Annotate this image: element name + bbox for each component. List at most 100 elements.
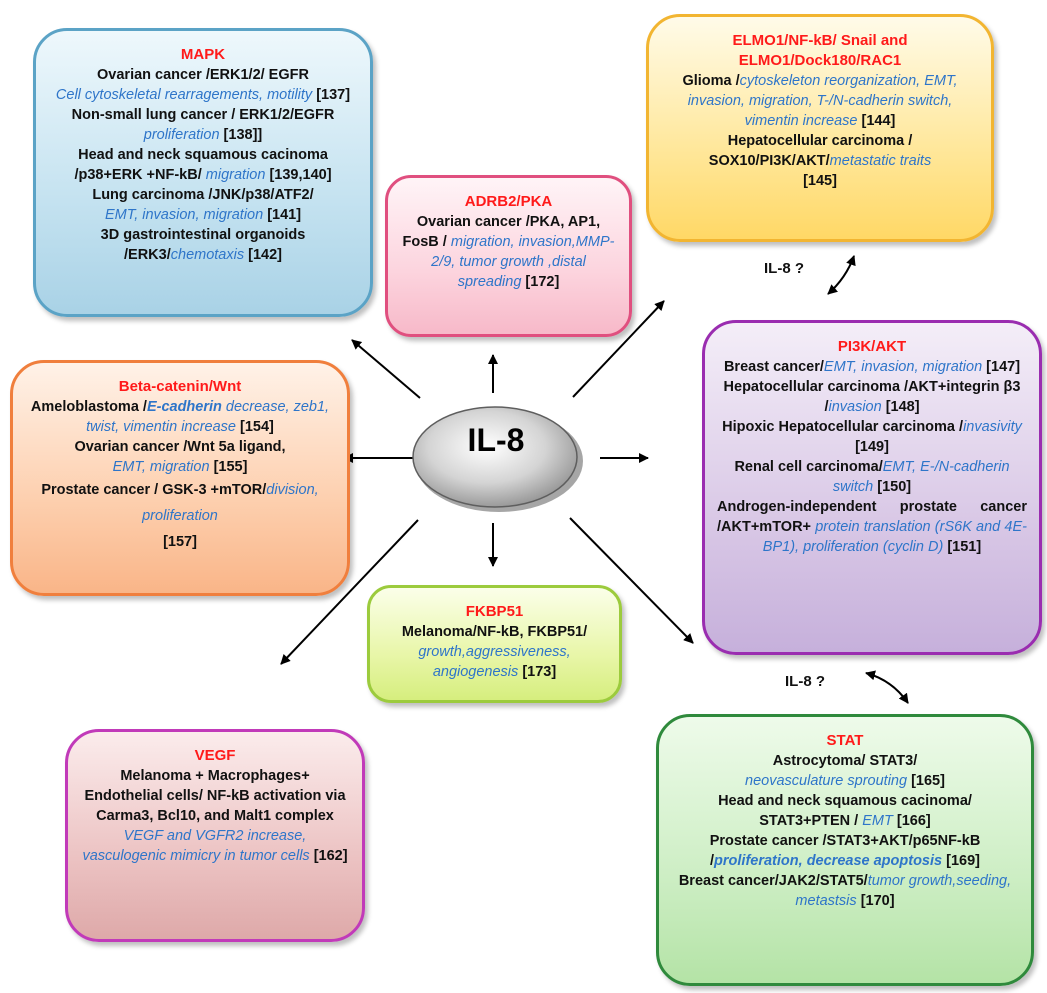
- stat-l3: Prostate cancer /STAT3+AKT/p65NF-kB /: [709, 833, 981, 869]
- mapk-l2: Non-small lung cancer / ERK1/2/EGFR: [71, 107, 335, 123]
- beta-l3-effect: division, proliferation: [142, 482, 319, 524]
- beta-l3-ref: [157]: [163, 534, 197, 550]
- beta-l1: Ameloblastoma /: [30, 399, 147, 415]
- mapk-l1: Ovarian cancer /ERK1/2/ EGFR: [97, 67, 309, 83]
- pi3k-l3: Hipoxic Hepatocellular carcinoma /: [722, 419, 964, 435]
- mapk-title: MAPK: [180, 46, 226, 63]
- mapk-l3-ref: [139,140]: [269, 167, 332, 183]
- vegf-l1-ref: [162]: [313, 848, 348, 864]
- pi3k-l2-effect: invasion: [828, 399, 882, 415]
- stat-box: STAT Astrocytoma/ STAT3/ neovasculature …: [656, 714, 1034, 986]
- arrow-to-stat: [569, 517, 694, 644]
- elmo1-box: ELMO1/NF-kB/ Snail and ELMO1/Dock180/RAC…: [646, 14, 994, 242]
- mapk-l3-effect: migration: [205, 167, 266, 183]
- arrow-to-mapk: [351, 339, 421, 399]
- pi3k-l1-ref: [147]: [986, 359, 1021, 375]
- vegf-l1-effect: VEGF and VGFR2 increase, vasculogenic mi…: [82, 828, 310, 864]
- adrb2-entry: Ovarian cancer /PKA, AP1, FosB / migrati…: [400, 212, 617, 292]
- elmo-l1-ref: [144]: [861, 113, 896, 129]
- elmo-l2-effect: metastatic traits: [829, 153, 932, 169]
- mapk-box: MAPK Ovarian cancer /ERK1/2/ EGFR Cell c…: [33, 28, 373, 317]
- vegf-title: VEGF: [194, 747, 236, 764]
- vegf-l1: Melanoma + Macrophages+ Endothelial cell…: [84, 768, 346, 824]
- mapk-l1-ref: [137]: [316, 87, 351, 103]
- il8-center-label: IL-8: [467, 422, 525, 458]
- pi3k-l5-ref: [151]: [947, 539, 982, 555]
- arrow-to-vegf: [280, 519, 419, 665]
- pi3k-l3-ref: [149]: [855, 439, 889, 455]
- mapk-l5-ref: [142]: [248, 247, 282, 263]
- adrb2-l1-effect: migration, invasion,MMP-2/9, tumor growt…: [431, 234, 615, 290]
- stat-entry: Prostate cancer /STAT3+AKT/p65NF-kB /pro…: [671, 831, 1019, 871]
- mapk-l2-ref: [138]]: [223, 127, 263, 143]
- mapk-entry: Non-small lung cancer / ERK1/2/EGFR prol…: [48, 105, 358, 145]
- stat-l2-effect: EMT: [862, 813, 893, 829]
- mapk-entry: Head and neck squamous cacinoma /p38+ERK…: [48, 145, 358, 185]
- elmo-l2-ref: [145]: [803, 173, 837, 189]
- fkbp-title: FKBP51: [465, 603, 524, 620]
- beta-l2: Ovarian cancer /Wnt 5a ligand,: [74, 439, 286, 455]
- double-arrow-top: [827, 255, 856, 295]
- pi3k-l5: Androgen-independent prostate cancer /AK…: [717, 499, 1027, 535]
- mapk-entry: Lung carcinoma /JNK/p38/ATF2/ EMT, invas…: [48, 185, 358, 225]
- elmo-l2: Hepatocellular carcinoma / SOX10/PI3K/AK…: [708, 133, 913, 169]
- beta-l3: Prostate cancer / GSK-3 +mTOR/: [41, 482, 267, 498]
- pi3k-l1: Breast cancer/: [723, 359, 824, 375]
- mapk-l4-ref: [141]: [267, 207, 302, 223]
- elmo-l1-effect: cytoskeleton reorganization, EMT, invasi…: [687, 73, 958, 129]
- elmo-title-2: ELMO1/Dock180/RAC1: [738, 52, 902, 69]
- pi3k-entry: Hipoxic Hepatocellular carcinoma /invasi…: [717, 417, 1027, 457]
- fkbp-l1-ref: [173]: [522, 664, 557, 680]
- il8-question-top: IL-8 ?: [764, 260, 804, 277]
- arrow-to-elmo: [572, 300, 665, 398]
- pi3k-l2-ref: [148]: [885, 399, 920, 415]
- stat-l4: Breast cancer/JAK2/STAT5/: [678, 873, 868, 889]
- stat-l2-ref: [166]: [896, 813, 931, 829]
- elmo-entry: Hepatocellular carcinoma / SOX10/PI3K/AK…: [661, 131, 979, 191]
- beta-l1-effect: decrease, zeb1, twist, vimentin increase: [86, 399, 330, 435]
- elmo-l1: Glioma /: [682, 73, 740, 89]
- pi3k-entry: Hepatocellular carcinoma /AKT+integrin β…: [717, 377, 1027, 417]
- beta-entry: Ovarian cancer /Wnt 5a ligand, EMT, migr…: [25, 437, 335, 477]
- pi3k-l4: Renal cell carcinoma/: [734, 459, 883, 475]
- stat-entry: Breast cancer/JAK2/STAT5/tumor growth,se…: [671, 871, 1019, 911]
- beta-l1-ref: [154]: [240, 419, 274, 435]
- elmo-title-1: ELMO1/NF-kB/ Snail and: [732, 32, 908, 49]
- beta-entry: Ameloblastoma /E-cadherin decrease, zeb1…: [25, 397, 335, 437]
- stat-l3-effect: proliferation, decrease apoptosis: [714, 853, 943, 869]
- beta-title: Beta-catenin/Wnt: [118, 378, 242, 395]
- il8-question-bottom: IL-8 ?: [785, 673, 825, 690]
- mapk-l4-effect: EMT, invasion, migration: [104, 207, 264, 223]
- adrb2-pka-box: ADRB2/PKA Ovarian cancer /PKA, AP1, FosB…: [385, 175, 632, 337]
- stat-l1-ref: [165]: [911, 773, 945, 789]
- fkbp-entry: Melanoma/NF-kB, FKBP51/ growth,aggressiv…: [382, 622, 607, 682]
- stat-l1: Astrocytoma/ STAT3/: [772, 753, 918, 769]
- stat-l4-ref: [170]: [860, 893, 895, 909]
- il8-ellipse-shape: [412, 406, 583, 512]
- fkbp-l1: Melanoma/NF-kB, FKBP51/: [401, 624, 588, 640]
- adrb2-l1-ref: [172]: [525, 274, 560, 290]
- beta-l1-effect-bold: E-cadherin: [146, 399, 222, 415]
- pi3k-l4-ref: [150]: [877, 479, 912, 495]
- vegf-entry: Melanoma + Macrophages+ Endothelial cell…: [80, 766, 350, 866]
- pi3k-l2: Hepatocellular carcinoma /AKT+integrin β…: [723, 379, 1021, 415]
- pi3k-l5-effect: protein translation (rS6K and 4E-BP1), p…: [762, 519, 1027, 555]
- pi3k-l3-effect: invasivity: [963, 419, 1022, 435]
- adrb2-title: ADRB2/PKA: [464, 193, 553, 210]
- mapk-l5-effect: chemotaxis: [170, 247, 245, 263]
- pi3k-l1-effect: EMT, invasion, migration: [823, 359, 983, 375]
- mapk-entry: 3D gastrointestinal organoids /ERK3/chem…: [48, 225, 358, 265]
- beta-l2-effect: EMT, migration: [112, 459, 210, 475]
- mapk-l2-effect: proliferation: [143, 127, 220, 143]
- adrb2-l1: Ovarian cancer /PKA, AP1, FosB /: [402, 214, 601, 250]
- pi3k-akt-box: PI3K/AKT Breast cancer/EMT, invasion, mi…: [702, 320, 1042, 655]
- mapk-l1-effect: Cell cytoskeletal rearragements, motilit…: [55, 87, 313, 103]
- beta-entry: Prostate cancer / GSK-3 +mTOR/division, …: [25, 477, 335, 555]
- fkbp-l1-effect: growth,aggressiveness, angiogenesis: [418, 644, 571, 680]
- pi3k-l4-effect: EMT, E-/N-cadherin switch: [832, 459, 1010, 495]
- elmo-entry: Glioma /cytoskeleton reorganization, EMT…: [661, 71, 979, 131]
- pi3k-entry: Renal cell carcinoma/EMT, E-/N-cadherin …: [717, 457, 1027, 497]
- pi3k-title: PI3K/AKT: [837, 338, 907, 355]
- pi3k-entry: Androgen-independent prostate cancer /AK…: [717, 497, 1027, 557]
